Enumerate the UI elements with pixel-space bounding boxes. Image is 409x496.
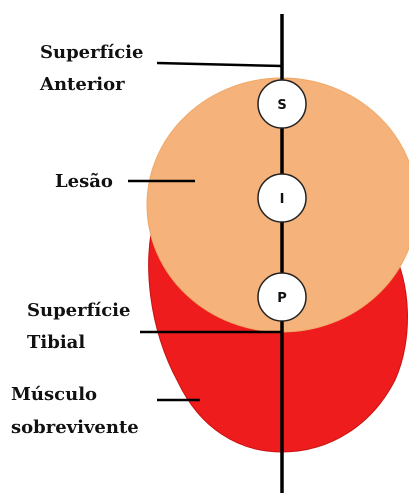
label-surviving-muscle-line1: Músculo	[11, 384, 97, 405]
marker-p: P	[258, 273, 306, 321]
leader-line-anterior	[157, 63, 282, 66]
label-tibial-surface-line2: Tibial	[27, 332, 85, 353]
label-anterior-surface-line1: Superfície	[40, 42, 143, 63]
label-lesion: Lesão	[55, 171, 113, 192]
label-surviving-muscle-line2: sobrevivente	[11, 417, 139, 438]
label-tibial-surface-line1: Superfície	[27, 300, 130, 321]
marker-p-label: P	[277, 291, 287, 306]
marker-s: S	[258, 80, 306, 128]
marker-i-label: I	[280, 192, 285, 207]
marker-i: I	[258, 174, 306, 222]
marker-s-label: S	[277, 98, 286, 113]
label-anterior-surface-line2: Anterior	[39, 74, 125, 95]
